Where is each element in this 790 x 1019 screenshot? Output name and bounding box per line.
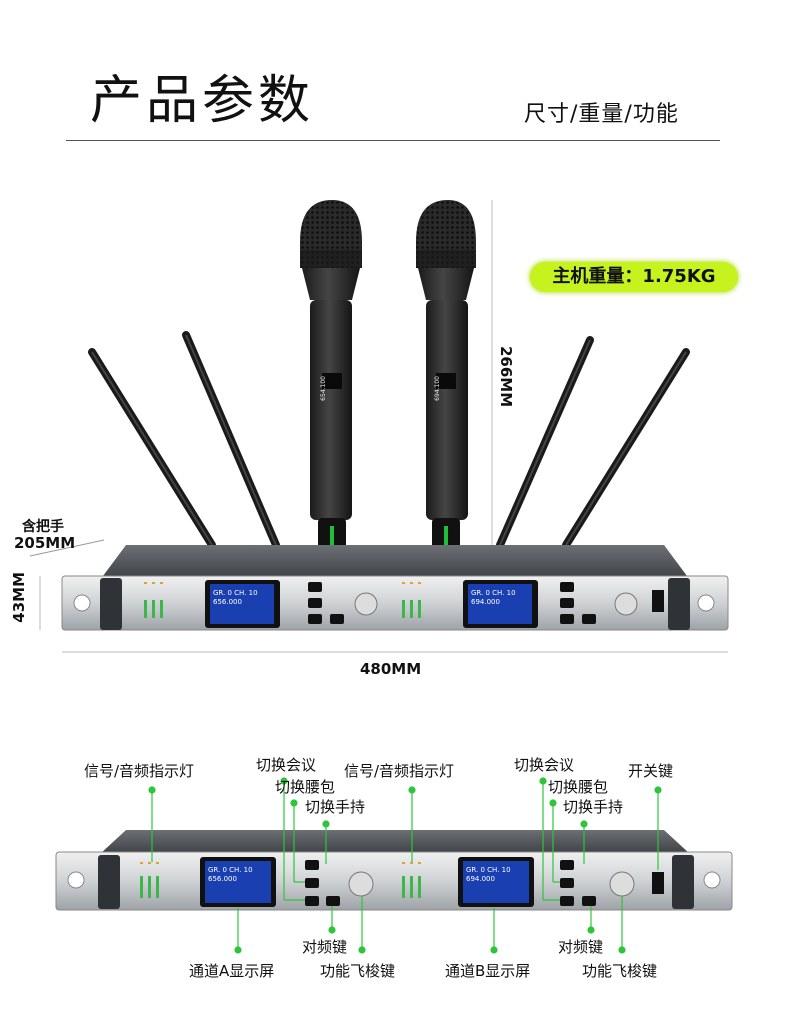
screen-a-line2: 656.000 xyxy=(213,598,242,606)
screen-a-line1: GR. 0 CH. 10 xyxy=(213,589,258,597)
weight-badge: 主机重量：1.75KG xyxy=(530,262,738,292)
mic-b-screen: 694.100 xyxy=(434,376,441,401)
handle-label-line2: 205MM xyxy=(14,534,76,552)
screen-b-text-bottom: GR. 0 CH. 10 694.000 xyxy=(466,866,511,884)
callout-switch-handheld-a: 切换手持 xyxy=(305,798,366,816)
header-divider xyxy=(66,140,720,141)
antenna-right-outer xyxy=(562,348,690,549)
screen-b-line1: GR. 0 CH. 10 xyxy=(471,589,516,597)
callout-indicator-b: 信号/音频指示灯 xyxy=(344,762,455,780)
screen-a-text-bottom: GR. 0 CH. 10 656.000 xyxy=(208,866,253,884)
handle-label-line1: 含把手 xyxy=(22,519,64,535)
callout-pair-b: 对频键 xyxy=(558,938,604,956)
page-subtitle: 尺寸/重量/功能 xyxy=(524,102,679,127)
page-title: 产品参数 xyxy=(90,71,315,131)
screen-a-bottom-line1: GR. 0 CH. 10 xyxy=(208,866,253,874)
receiver-unit-top xyxy=(61,545,729,631)
screen-a-bottom-line2: 656.000 xyxy=(208,875,237,883)
screen-b-bottom-line2: 694.000 xyxy=(466,875,495,883)
unit-height-label: 43MM xyxy=(10,572,28,623)
receiver-unit-bottom xyxy=(55,830,733,911)
unit-width-label: 480MM xyxy=(360,660,422,678)
antenna-left-outer xyxy=(88,348,216,549)
screen-a-text: GR. 0 CH. 10 656.000 xyxy=(213,589,258,607)
handle-depth-line xyxy=(29,539,105,557)
handheld-mic-b xyxy=(416,200,476,562)
screen-b-line2: 694.000 xyxy=(471,598,500,606)
callout-pair-a: 对频键 xyxy=(302,938,348,956)
callout-display-b: 通道B显示屏 xyxy=(445,962,531,980)
callout-knob-a: 功能飞梭键 xyxy=(320,962,396,980)
callout-switch-meeting-b: 切换会议 xyxy=(514,756,575,774)
callout-lines xyxy=(148,777,662,954)
callout-power-switch: 开关键 xyxy=(628,762,674,780)
callout-switch-handheld-b: 切换手持 xyxy=(563,798,624,816)
screen-b-text: GR. 0 CH. 10 694.000 xyxy=(471,589,516,607)
mic-height-label: 266MM xyxy=(497,346,515,408)
callout-knob-b: 功能飞梭键 xyxy=(582,962,658,980)
screen-b-bottom-line1: GR. 0 CH. 10 xyxy=(466,866,511,874)
callout-switch-bodypack-a: 切换腰包 xyxy=(275,778,336,796)
callout-display-a: 通道A显示屏 xyxy=(189,962,275,980)
mic-a-screen: 654.100 xyxy=(320,376,327,401)
antenna-right-inner xyxy=(496,336,594,549)
antenna-left-inner xyxy=(182,331,280,549)
callout-indicator-a: 信号/音频指示灯 xyxy=(84,762,195,780)
callout-switch-bodypack-b: 切换腰包 xyxy=(548,778,609,796)
handheld-mic-a xyxy=(300,200,362,562)
callout-switch-meeting-a: 切换会议 xyxy=(256,756,317,774)
